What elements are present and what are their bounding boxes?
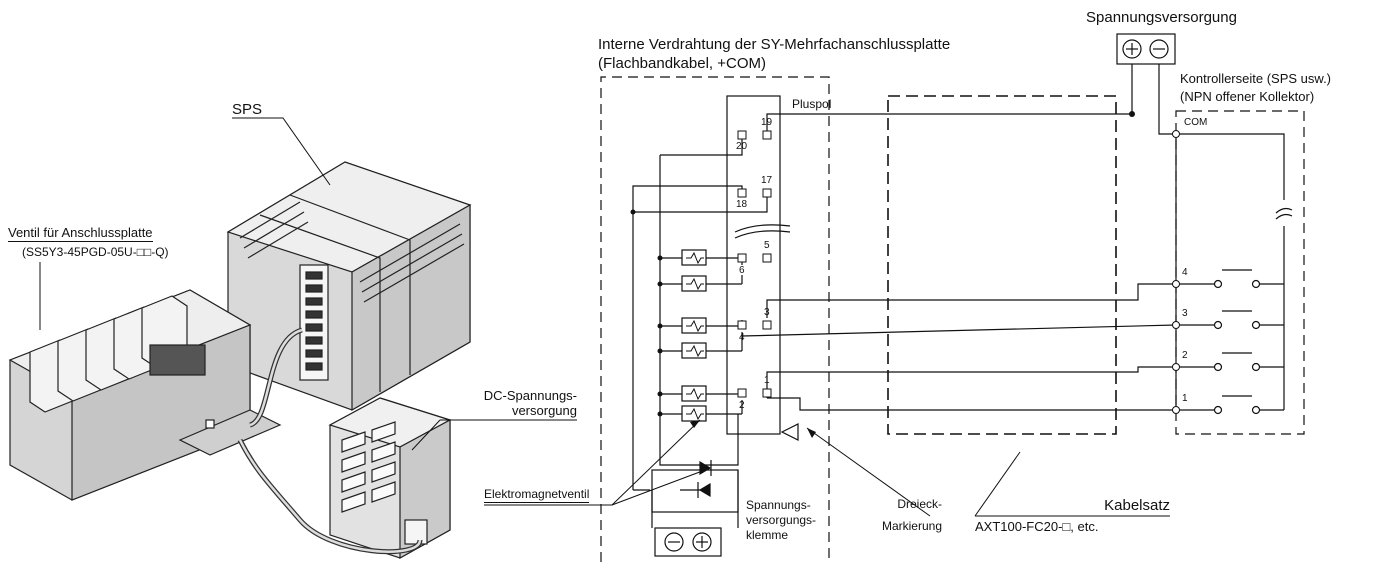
- pin-6: 6: [739, 265, 745, 276]
- controller-box: [1175, 110, 1305, 435]
- solenoid-coils: [681, 249, 707, 422]
- terminal-label-2: versorgungs-: [746, 513, 817, 527]
- leaders: [484, 419, 1170, 517]
- cable-set-title: Kabelsatz: [1104, 497, 1170, 514]
- valve-manifold-illustration: [8, 289, 282, 501]
- terminal-label-3: klemme: [746, 528, 789, 542]
- channel-2-label: 2: [1182, 350, 1188, 361]
- power-supply-label: Spannungsversorgung: [1086, 9, 1237, 26]
- com-label: COM: [1184, 117, 1208, 128]
- wiring-schematic: [600, 33, 1305, 562]
- channel-1-label: 1: [1182, 393, 1188, 404]
- cable-set-box: [887, 95, 1117, 435]
- switch-ch2: [1176, 352, 1284, 372]
- pin-20: 20: [736, 141, 748, 152]
- sps-leader: [232, 117, 331, 186]
- pin-5: 5: [764, 240, 770, 251]
- connector-block: [726, 95, 781, 435]
- sps-label: SPS: [232, 101, 263, 118]
- channel-4-label: 4: [1182, 267, 1188, 278]
- pin-17: 17: [761, 175, 773, 186]
- pluspol-label: Pluspol: [792, 97, 832, 111]
- dc-supply-label-2: versorgung: [511, 403, 577, 418]
- controller-label-1: Kontrollerseite (SPS usw.): [1180, 71, 1332, 86]
- valve-title-label: Ventil für Anschlussplatte: [8, 225, 153, 242]
- connector-pins: [737, 130, 772, 398]
- plc-illustration: [226, 161, 472, 412]
- manifold-boundary: [600, 76, 830, 562]
- wiring-title-2: (Flachbandkabel, +COM): [598, 55, 766, 72]
- triangle-label-2: Markierung: [881, 519, 942, 533]
- cable-set-code: AXT100-FC20-□, etc.: [975, 519, 1099, 534]
- dc-supply-leader: [411, 419, 441, 451]
- channel-3-label: 3: [1182, 308, 1188, 319]
- terminal-label-1: Spannungs-: [746, 498, 811, 512]
- power-supply-box: [1116, 33, 1176, 65]
- triangle-label-1: Dreieck-: [897, 497, 942, 511]
- junction-dots: [630, 111, 1135, 417]
- dc-supply-illustration: [328, 397, 452, 560]
- controller-label-2: (NPN offener Kollektor): [1180, 89, 1315, 104]
- pin-19: 19: [761, 117, 773, 128]
- pin-1: 1: [764, 375, 770, 386]
- pin-4: 4: [739, 332, 745, 343]
- valve-code-label: (SS5Y3-45PGD-05U-□□-Q): [22, 245, 169, 259]
- pin-18: 18: [736, 199, 748, 210]
- controller-terminals: [1172, 130, 1180, 414]
- switch-ch1: [1176, 395, 1284, 415]
- switch-ch4: [1176, 269, 1284, 289]
- supply-terminal-box: [654, 527, 722, 557]
- wiring-title-1: Interne Verdrahtung der SY-Mehrfachansch…: [598, 36, 951, 53]
- pin-3: 3: [764, 307, 770, 318]
- triangle-marker: [780, 423, 799, 441]
- solenoid-valve-label: Elektromagnetventil: [484, 487, 590, 503]
- pin-2: 2: [739, 400, 745, 411]
- dc-supply-label-1: DC-Spannungs-: [483, 388, 577, 403]
- switch-ch3: [1176, 310, 1284, 330]
